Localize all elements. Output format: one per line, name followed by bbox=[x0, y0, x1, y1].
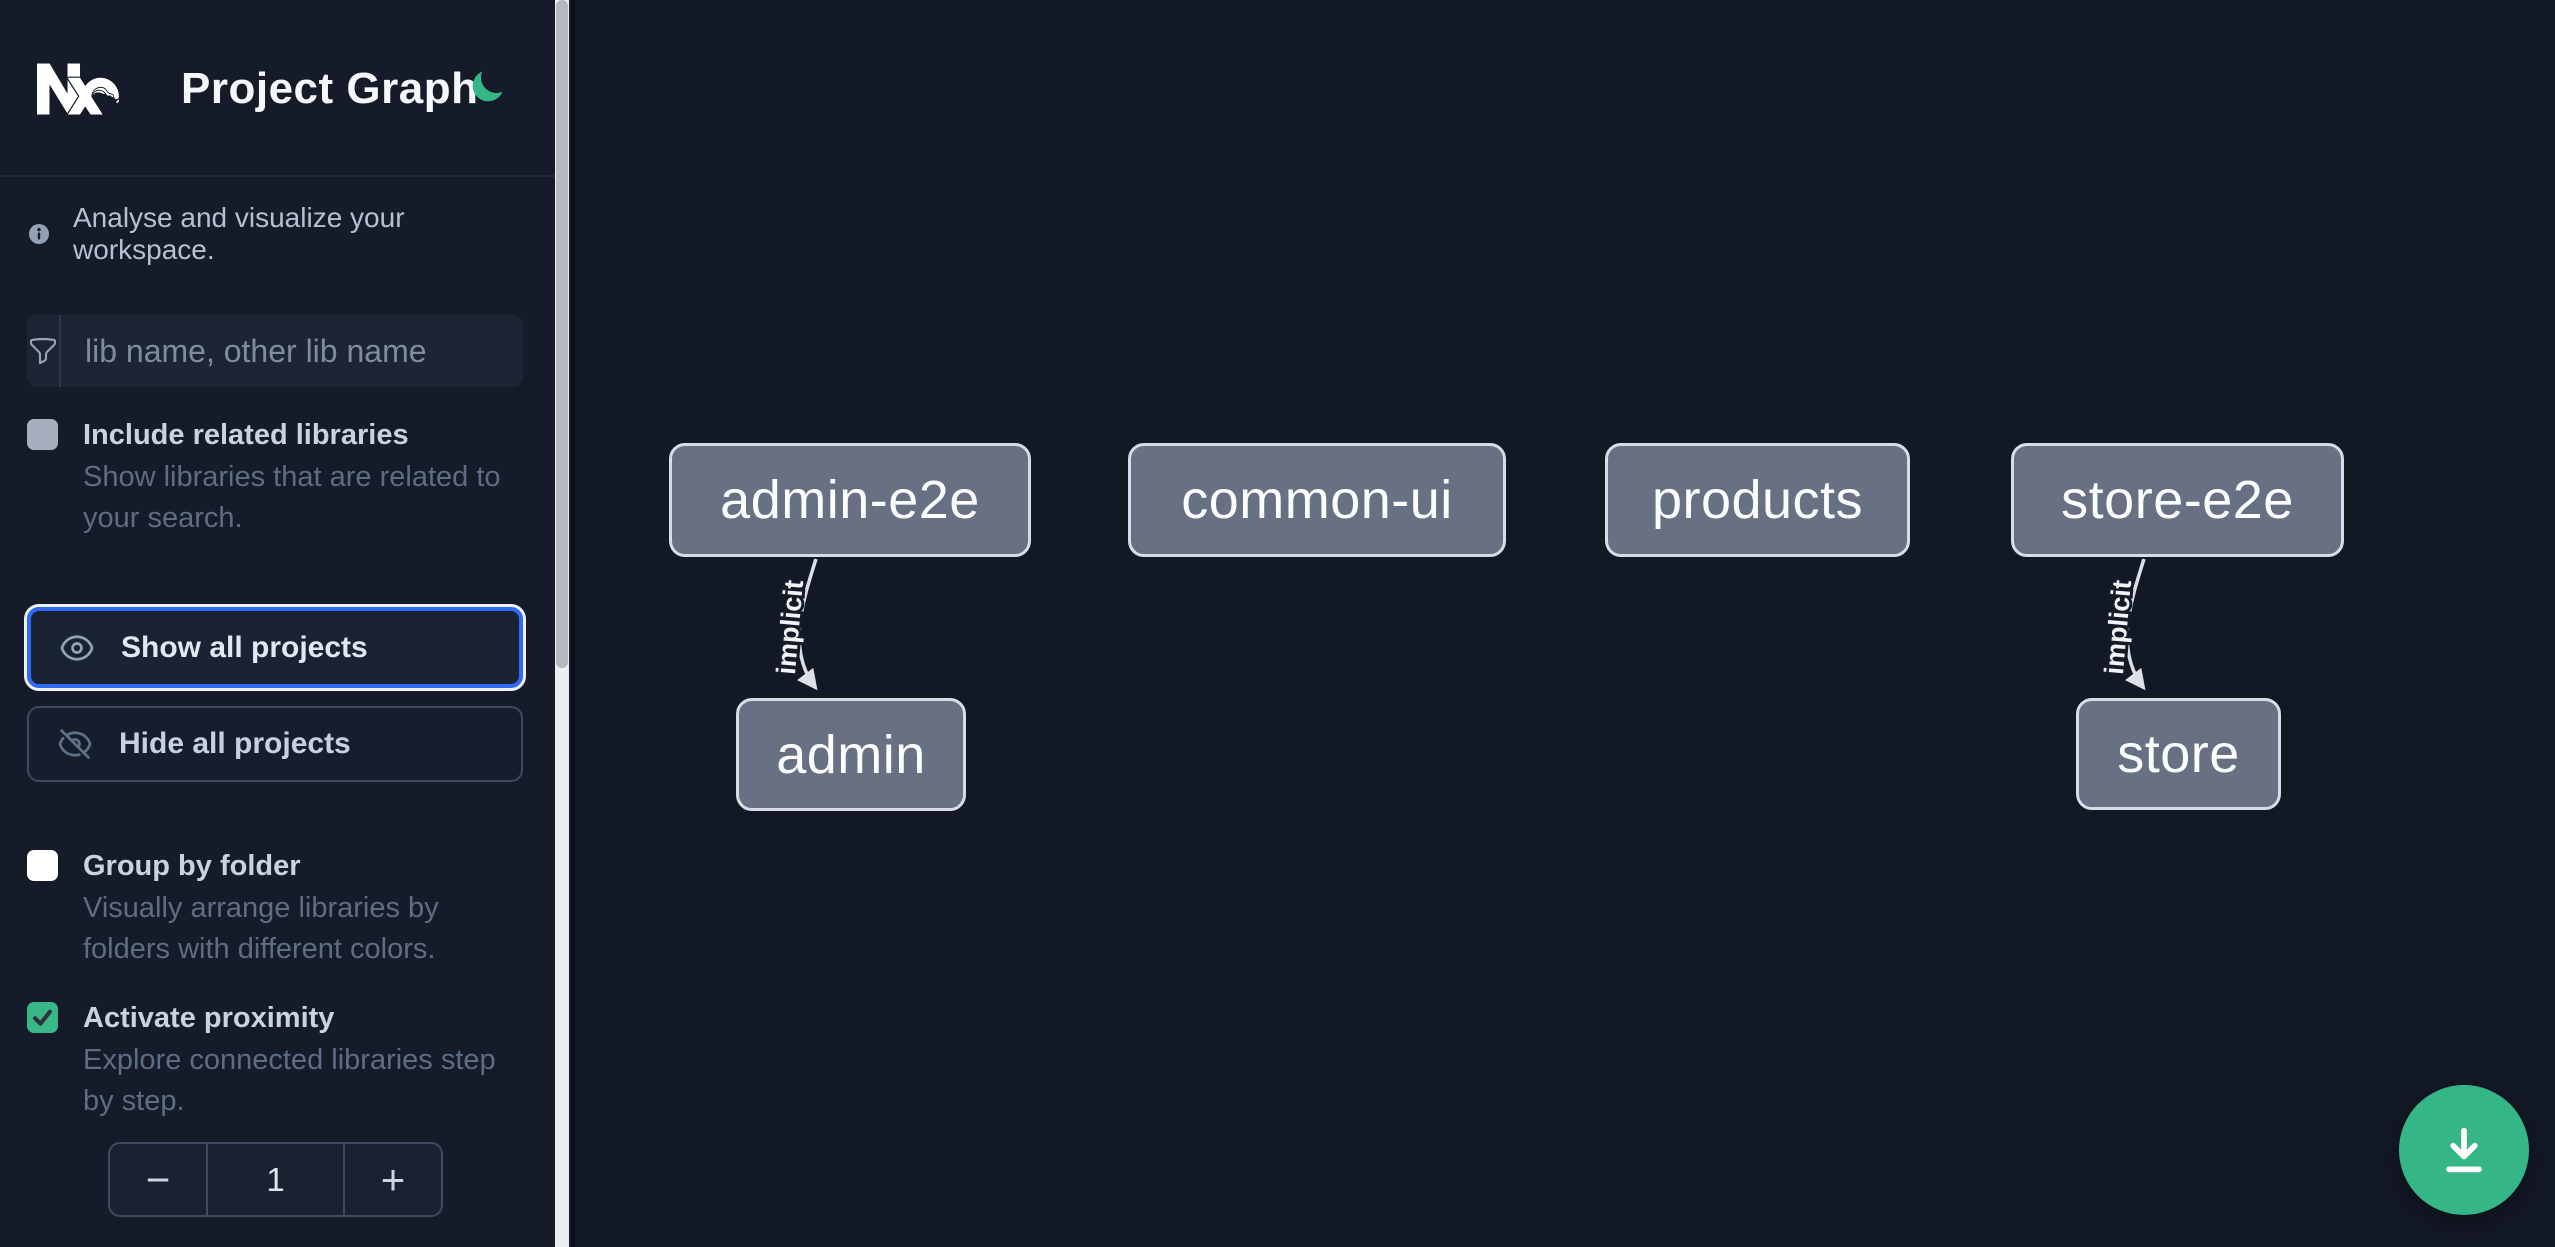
activate-proximity-checkbox[interactable] bbox=[27, 1002, 58, 1033]
filter-funnel-icon bbox=[27, 315, 61, 387]
toggle-label[interactable]: Include related libraries bbox=[83, 419, 409, 451]
toggle-label[interactable]: Group by folder bbox=[83, 850, 301, 882]
graph-node-store-e2e[interactable]: store-e2e bbox=[2011, 443, 2344, 557]
search-input[interactable] bbox=[61, 315, 523, 387]
eye-slash-icon bbox=[58, 729, 92, 759]
stepper-decrement-button[interactable]: − bbox=[145, 1155, 171, 1203]
toggle-group-by-folder: Group by folder Visually arrange librari… bbox=[27, 846, 497, 970]
page-title: Project Graph bbox=[181, 63, 479, 113]
check-icon bbox=[33, 1009, 52, 1026]
sidebar-header: Project Graph bbox=[0, 0, 571, 177]
toggle-description: Visually arrange libraries by folders wi… bbox=[83, 892, 439, 965]
theme-toggle-moon-icon[interactable] bbox=[468, 68, 506, 106]
info-icon bbox=[29, 224, 49, 244]
sidebar-scrollbar-track[interactable] bbox=[555, 0, 569, 1247]
show-all-projects-button[interactable]: Show all projects bbox=[24, 604, 526, 691]
group-by-folder-checkbox[interactable] bbox=[27, 850, 58, 881]
toggle-label[interactable]: Activate proximity bbox=[83, 1002, 335, 1034]
download-graph-button[interactable] bbox=[2399, 1085, 2529, 1215]
stepper-value: 1 bbox=[206, 1144, 345, 1215]
sidebar: Project Graph Analyse and visualize your… bbox=[0, 0, 571, 1247]
stepper-increment-button[interactable]: + bbox=[380, 1155, 406, 1203]
hide-all-projects-button[interactable]: Hide all projects bbox=[27, 706, 523, 782]
eye-icon bbox=[60, 634, 94, 661]
tagline-text: Analyse and visualize your workspace. bbox=[73, 202, 405, 265]
tagline: Analyse and visualize your workspace. bbox=[27, 202, 527, 266]
graph-edge-admin-e2e-admin[interactable] bbox=[797, 558, 818, 691]
search-box bbox=[27, 315, 523, 387]
graph-node-admin-e2e[interactable]: admin-e2e bbox=[669, 443, 1031, 557]
toggle-include-related-libraries: Include related libraries Show libraries… bbox=[27, 415, 501, 539]
show-all-projects-label: Show all projects bbox=[121, 630, 368, 664]
graph-node-admin[interactable]: admin bbox=[736, 698, 966, 811]
toggle-description: Explore connected libraries step by step… bbox=[83, 1044, 496, 1117]
toggle-activate-proximity: Activate proximity Explore connected lib… bbox=[27, 998, 497, 1122]
graph-node-store[interactable]: store bbox=[2076, 698, 2281, 810]
download-icon bbox=[2446, 1127, 2482, 1173]
sidebar-scrollbar-thumb[interactable] bbox=[556, 0, 568, 668]
nx-logo-icon bbox=[37, 63, 120, 115]
proximity-depth-stepper: − 1 + bbox=[108, 1142, 443, 1217]
include-related-checkbox[interactable] bbox=[27, 419, 58, 450]
graph-node-common-ui[interactable]: common-ui bbox=[1128, 443, 1506, 557]
graph-edge-store-e2e-store[interactable] bbox=[2125, 558, 2146, 691]
hide-all-projects-label: Hide all projects bbox=[119, 727, 351, 760]
toggle-description: Show libraries that are related to your … bbox=[83, 461, 501, 534]
graph-node-products[interactable]: products bbox=[1605, 443, 1910, 557]
